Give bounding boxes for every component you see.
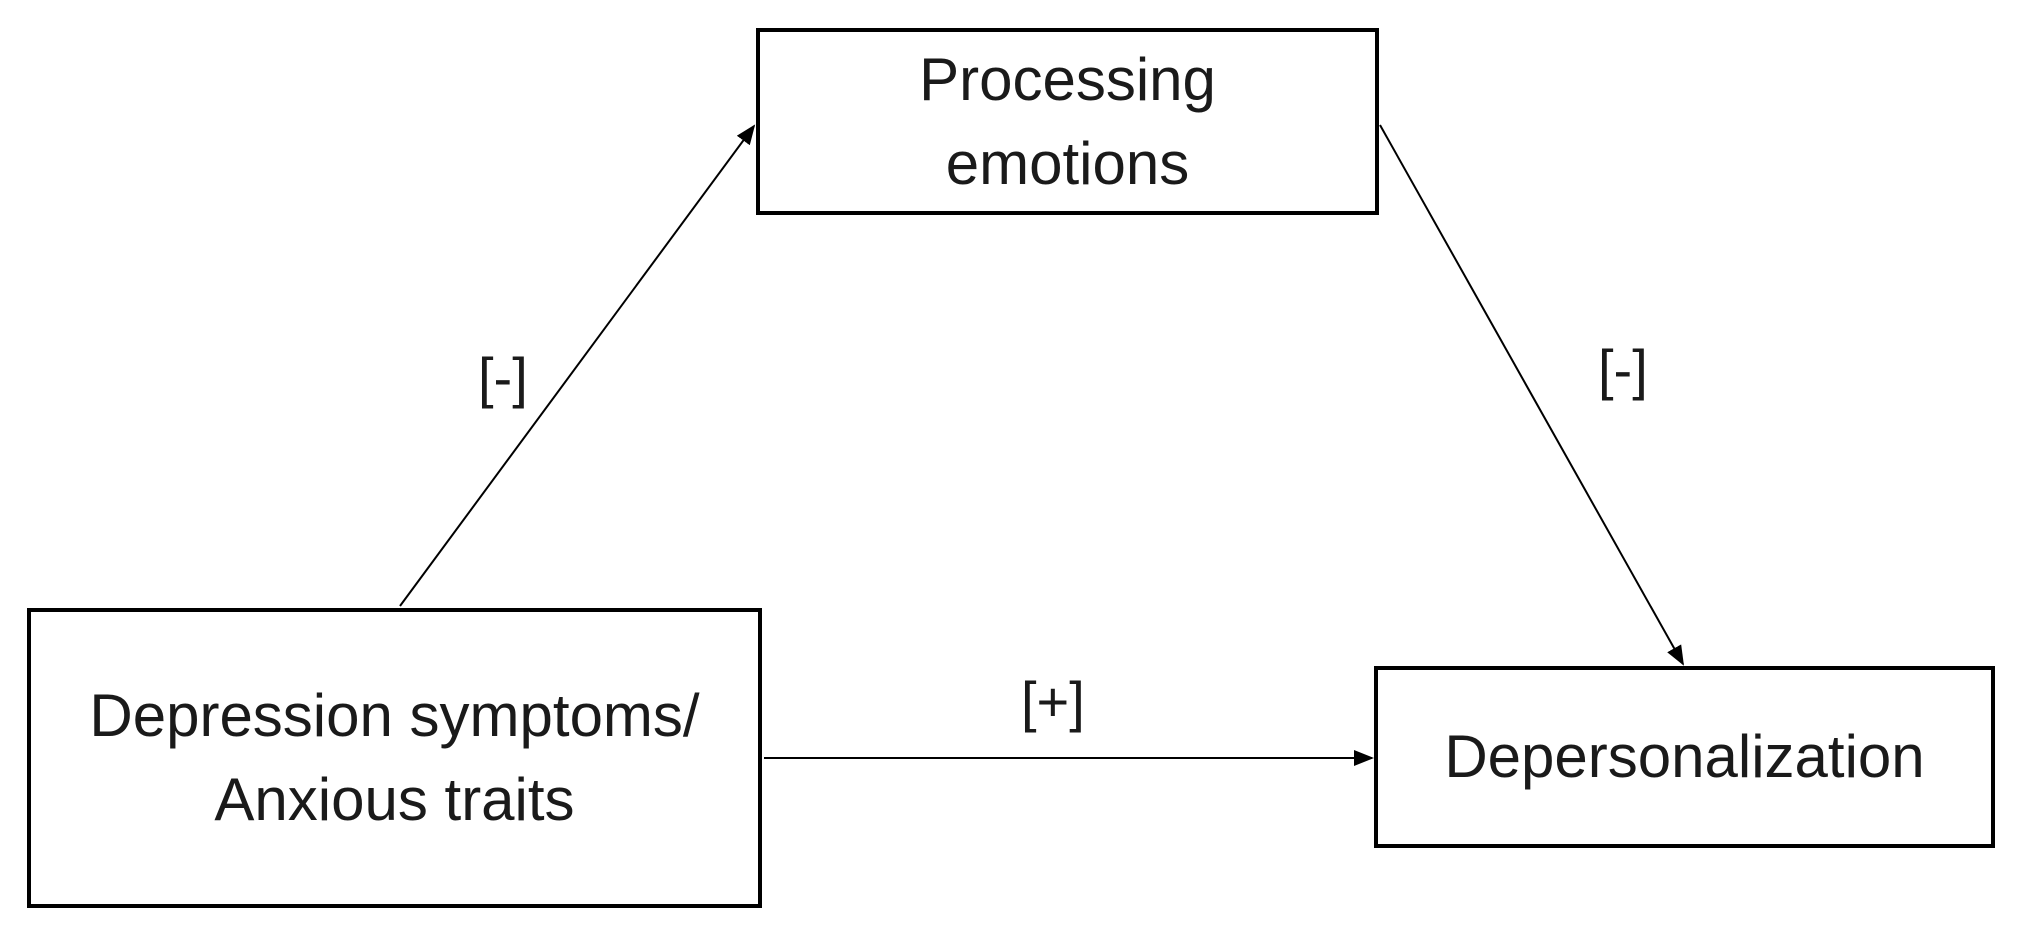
node-depersonalization: Depersonalization: [1374, 666, 1995, 848]
edge-label-processing-to-depersonalization: [-]: [1598, 338, 1648, 401]
node-processing-emotions: Processing emotions: [756, 28, 1379, 215]
node-depression-anxious-label: Depression symptoms/ Anxious traits: [89, 682, 700, 833]
arrow-processing-to-depersonalization: [1379, 124, 1684, 666]
arrow-depression-to-processing: [399, 124, 756, 607]
node-depersonalization-label: Depersonalization: [1444, 723, 1925, 790]
edge-label-depression-to-depersonalization: [+]: [1021, 670, 1085, 733]
node-processing-emotions-label: Processing emotions: [919, 45, 1216, 197]
node-depression-anxious: Depression symptoms/ Anxious traits: [27, 608, 762, 908]
edge-label-depression-to-processing: [-]: [478, 346, 528, 409]
